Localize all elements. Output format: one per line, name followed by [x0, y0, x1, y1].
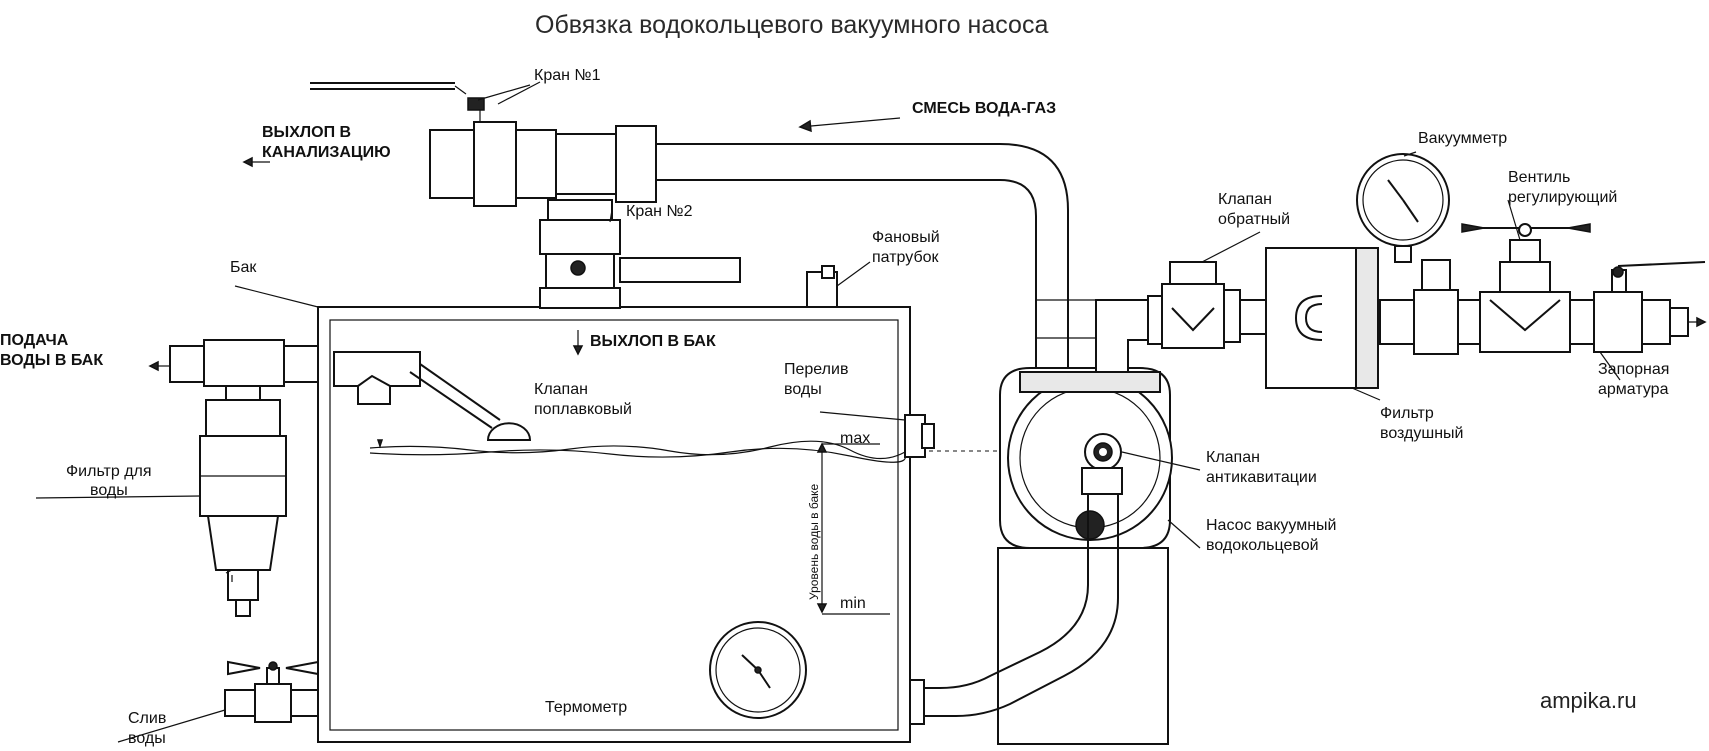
- label-shutoff-1: Запорная: [1598, 361, 1669, 378]
- label-max: max: [840, 430, 870, 447]
- label-check-valve-1: Клапан: [1218, 191, 1272, 208]
- air-filter: [1265, 247, 1379, 389]
- shutoff-valve: [1569, 261, 1707, 353]
- label-exhaust-sewer-1: ВЫХЛОП В: [262, 124, 351, 141]
- label-pump-1: Насос вакуумный: [1206, 517, 1336, 534]
- label-thermometer: Термометр: [545, 699, 627, 716]
- label-kran-1: Кран №1: [534, 67, 601, 84]
- label-float-valve-1: Клапан: [534, 381, 588, 398]
- exhaust-sewer-arrow: [242, 156, 270, 168]
- label-mixture: СМЕСЬ ВОДА-ГАЗ: [912, 100, 1056, 117]
- label-exhaust-sewer-2: КАНАЛИЗАЦИЮ: [262, 144, 391, 161]
- label-supply-1: ПОДАЧА: [0, 332, 69, 349]
- label-overflow-2: воды: [784, 381, 822, 398]
- water-supply-pipe: [148, 339, 319, 387]
- drain-valve: [224, 660, 319, 723]
- label-water-filter-1: Фильтр для: [66, 463, 152, 480]
- site-watermark: ampika.ru: [1540, 688, 1637, 713]
- valve-kran-1: [310, 81, 657, 207]
- tank: [317, 306, 1100, 743]
- vent-pipe: [806, 261, 871, 308]
- label-float-valve-2: поплавковый: [534, 401, 632, 418]
- exhaust-tank-arrow: [572, 330, 584, 356]
- mixture-pipe: [656, 117, 1069, 370]
- label-min: min: [840, 595, 866, 612]
- label-kran-2: Кран №2: [626, 203, 693, 220]
- diagram-title: Обвязка водокольцевого вакуумного насоса: [535, 11, 1048, 39]
- overflow-pipe: [819, 411, 935, 458]
- vacuum-pump: [997, 367, 1173, 745]
- label-anticav-2: антикавитации: [1206, 469, 1317, 486]
- label-air-filter-1: Фильтр: [1380, 405, 1434, 422]
- water-level-label: Уровень воды в баке: [807, 483, 821, 600]
- leader-lines: [35, 84, 1621, 743]
- label-supply-2: ВОДЫ В БАК: [0, 352, 103, 369]
- label-shutoff-2: арматура: [1598, 381, 1669, 398]
- valve-kran-2: [539, 199, 741, 309]
- label-air-filter-2: воздушный: [1380, 425, 1463, 442]
- label-reg-valve-2: регулирующий: [1508, 189, 1617, 206]
- label-drain-1: Слив: [128, 710, 166, 727]
- thermometer: [709, 621, 807, 719]
- label-pump-2: водокольцевой: [1206, 537, 1319, 554]
- label-vacuum-gauge: Вакуумметр: [1418, 130, 1507, 147]
- vacuum-gauge: [1356, 153, 1459, 355]
- check-valve: [1161, 261, 1271, 349]
- label-vent-pipe-2: патрубок: [872, 249, 940, 266]
- label-tank: Бак: [230, 259, 257, 276]
- pump-inlet-elbow: [1036, 295, 1163, 373]
- label-vent-pipe-1: Фановый: [872, 229, 940, 246]
- label-reg-valve-1: Вентиль: [1508, 169, 1570, 186]
- float-valve: [333, 351, 532, 449]
- label-anticav-1: Клапан: [1206, 449, 1260, 466]
- label-overflow-1: Перелив: [784, 361, 848, 378]
- label-check-valve-2: обратный: [1218, 211, 1290, 228]
- label-drain-2: воды: [128, 730, 166, 747]
- water-level-indicator: Уровень воды в баке: [807, 442, 890, 615]
- regulating-valve: [1457, 223, 1591, 353]
- pump-tank-pipe: [909, 494, 1119, 725]
- water-filter: [199, 385, 287, 617]
- label-exhaust-tank: ВЫХЛОП В БАК: [590, 333, 716, 350]
- label-water-filter-2: воды: [90, 482, 128, 499]
